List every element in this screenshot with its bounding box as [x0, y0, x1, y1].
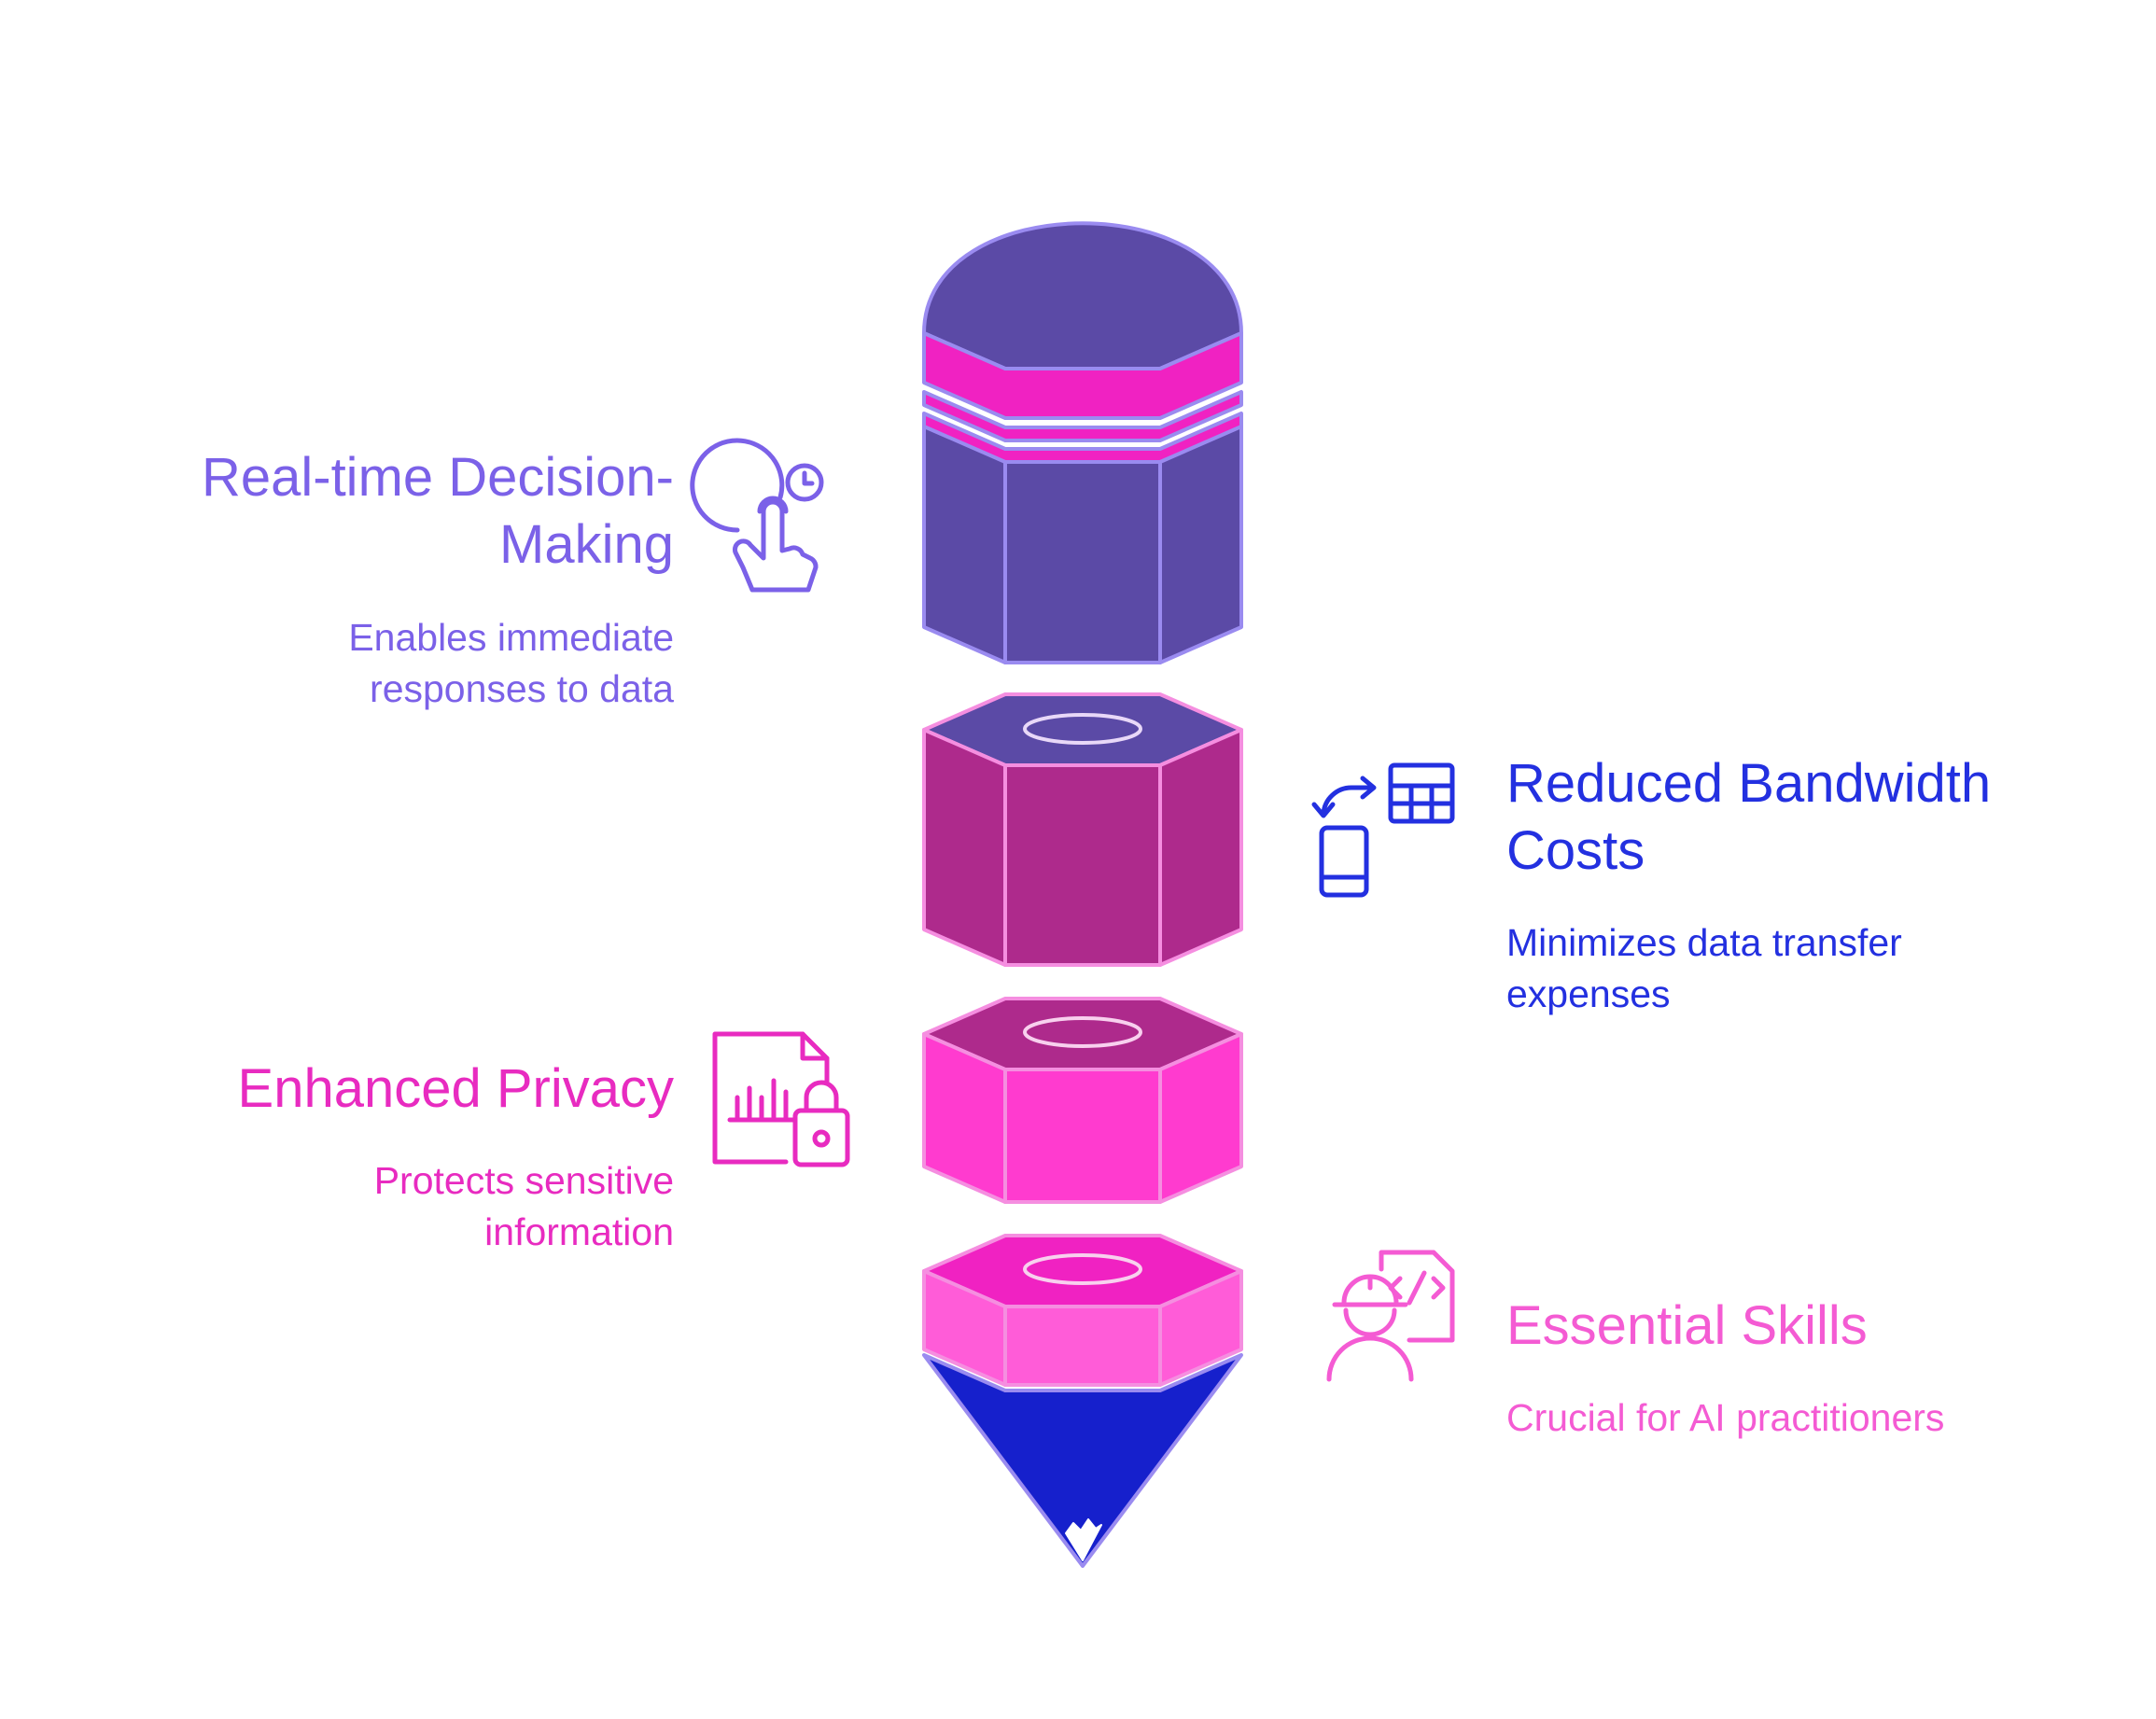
- enhanced-privacy-description-line2: information: [484, 1210, 674, 1253]
- real-time-decision-description-line1: Enables immediate: [348, 616, 674, 659]
- pencil-tip: [922, 1353, 1243, 1568]
- segment-4-hole: [1023, 1253, 1142, 1285]
- segment-2-center: [1003, 763, 1162, 967]
- pencil-segment-3: [922, 997, 1243, 1204]
- reduced-bandwidth-description-line2: expenses: [1506, 972, 1671, 1015]
- real-time-decision-title: Real-time Decision- Making: [202, 444, 674, 579]
- essential-skills-title: Essential Skills: [1506, 1293, 1868, 1360]
- essential-skills-description: Crucial for AI practitioners: [1506, 1392, 1944, 1444]
- real-time-decision-title-line2: Making: [499, 514, 674, 575]
- essential-skills-title-line1: Essential Skills: [1506, 1295, 1868, 1356]
- touch-clock-icon: [690, 438, 824, 593]
- reduced-bandwidth-description: Minimizes data transfer expenses: [1506, 917, 1902, 1020]
- segment-4-center: [1003, 1305, 1162, 1387]
- pencil-cap-dome: [922, 221, 1243, 370]
- pencil-band-2: [922, 390, 1243, 442]
- segment-2-left: [922, 728, 1007, 967]
- real-time-decision-title-line1: Real-time Decision-: [201, 447, 674, 508]
- pencil-cap-body-center: [1003, 458, 1162, 664]
- pencil-segment-4: [922, 1234, 1243, 1387]
- segment-3-hole: [1023, 1016, 1142, 1048]
- pencil-band-1: [922, 331, 1243, 420]
- pencil-tip-lead: [1065, 1518, 1102, 1561]
- segment-2-right: [1158, 728, 1243, 967]
- reduced-bandwidth-description-line1: Minimizes data transfer: [1506, 921, 1902, 964]
- segment-3-center: [1003, 1068, 1162, 1204]
- pencil-tip-cone: [922, 1353, 1243, 1568]
- reduced-bandwidth-title-line2: Costs: [1506, 820, 1645, 881]
- pencil-cap-segment: [922, 221, 1243, 664]
- real-time-decision-description: Enables immediate responses to data: [348, 612, 674, 715]
- pencil-segment-2: [922, 692, 1243, 967]
- reduced-bandwidth-title: Reduced Bandwidth Costs: [1506, 750, 1991, 885]
- segment-2-hole: [1023, 713, 1142, 745]
- reduced-bandwidth-title-line1: Reduced Bandwidth: [1506, 753, 1992, 814]
- enhanced-privacy-title-line1: Enhanced Privacy: [237, 1058, 674, 1119]
- segment-3-right: [1158, 1032, 1243, 1204]
- real-time-decision-description-line2: responses to data: [370, 667, 674, 710]
- enhanced-privacy-description-line1: Protects sensitive: [373, 1159, 674, 1202]
- device-sync-table-icon: [1311, 762, 1455, 898]
- enhanced-privacy-description: Protects sensitive information: [374, 1155, 674, 1258]
- pencil-cap-body-right: [1158, 423, 1243, 664]
- engineer-code-icon: [1326, 1250, 1455, 1382]
- pencil-band-3: [922, 412, 1243, 464]
- segment-4-right: [1158, 1269, 1243, 1387]
- enhanced-privacy-title: Enhanced Privacy: [238, 1055, 674, 1123]
- pencil-cap-body-left: [922, 423, 1007, 664]
- document-chart-lock-icon: [712, 1031, 850, 1167]
- essential-skills-description-line1: Crucial for AI practitioners: [1506, 1396, 1945, 1439]
